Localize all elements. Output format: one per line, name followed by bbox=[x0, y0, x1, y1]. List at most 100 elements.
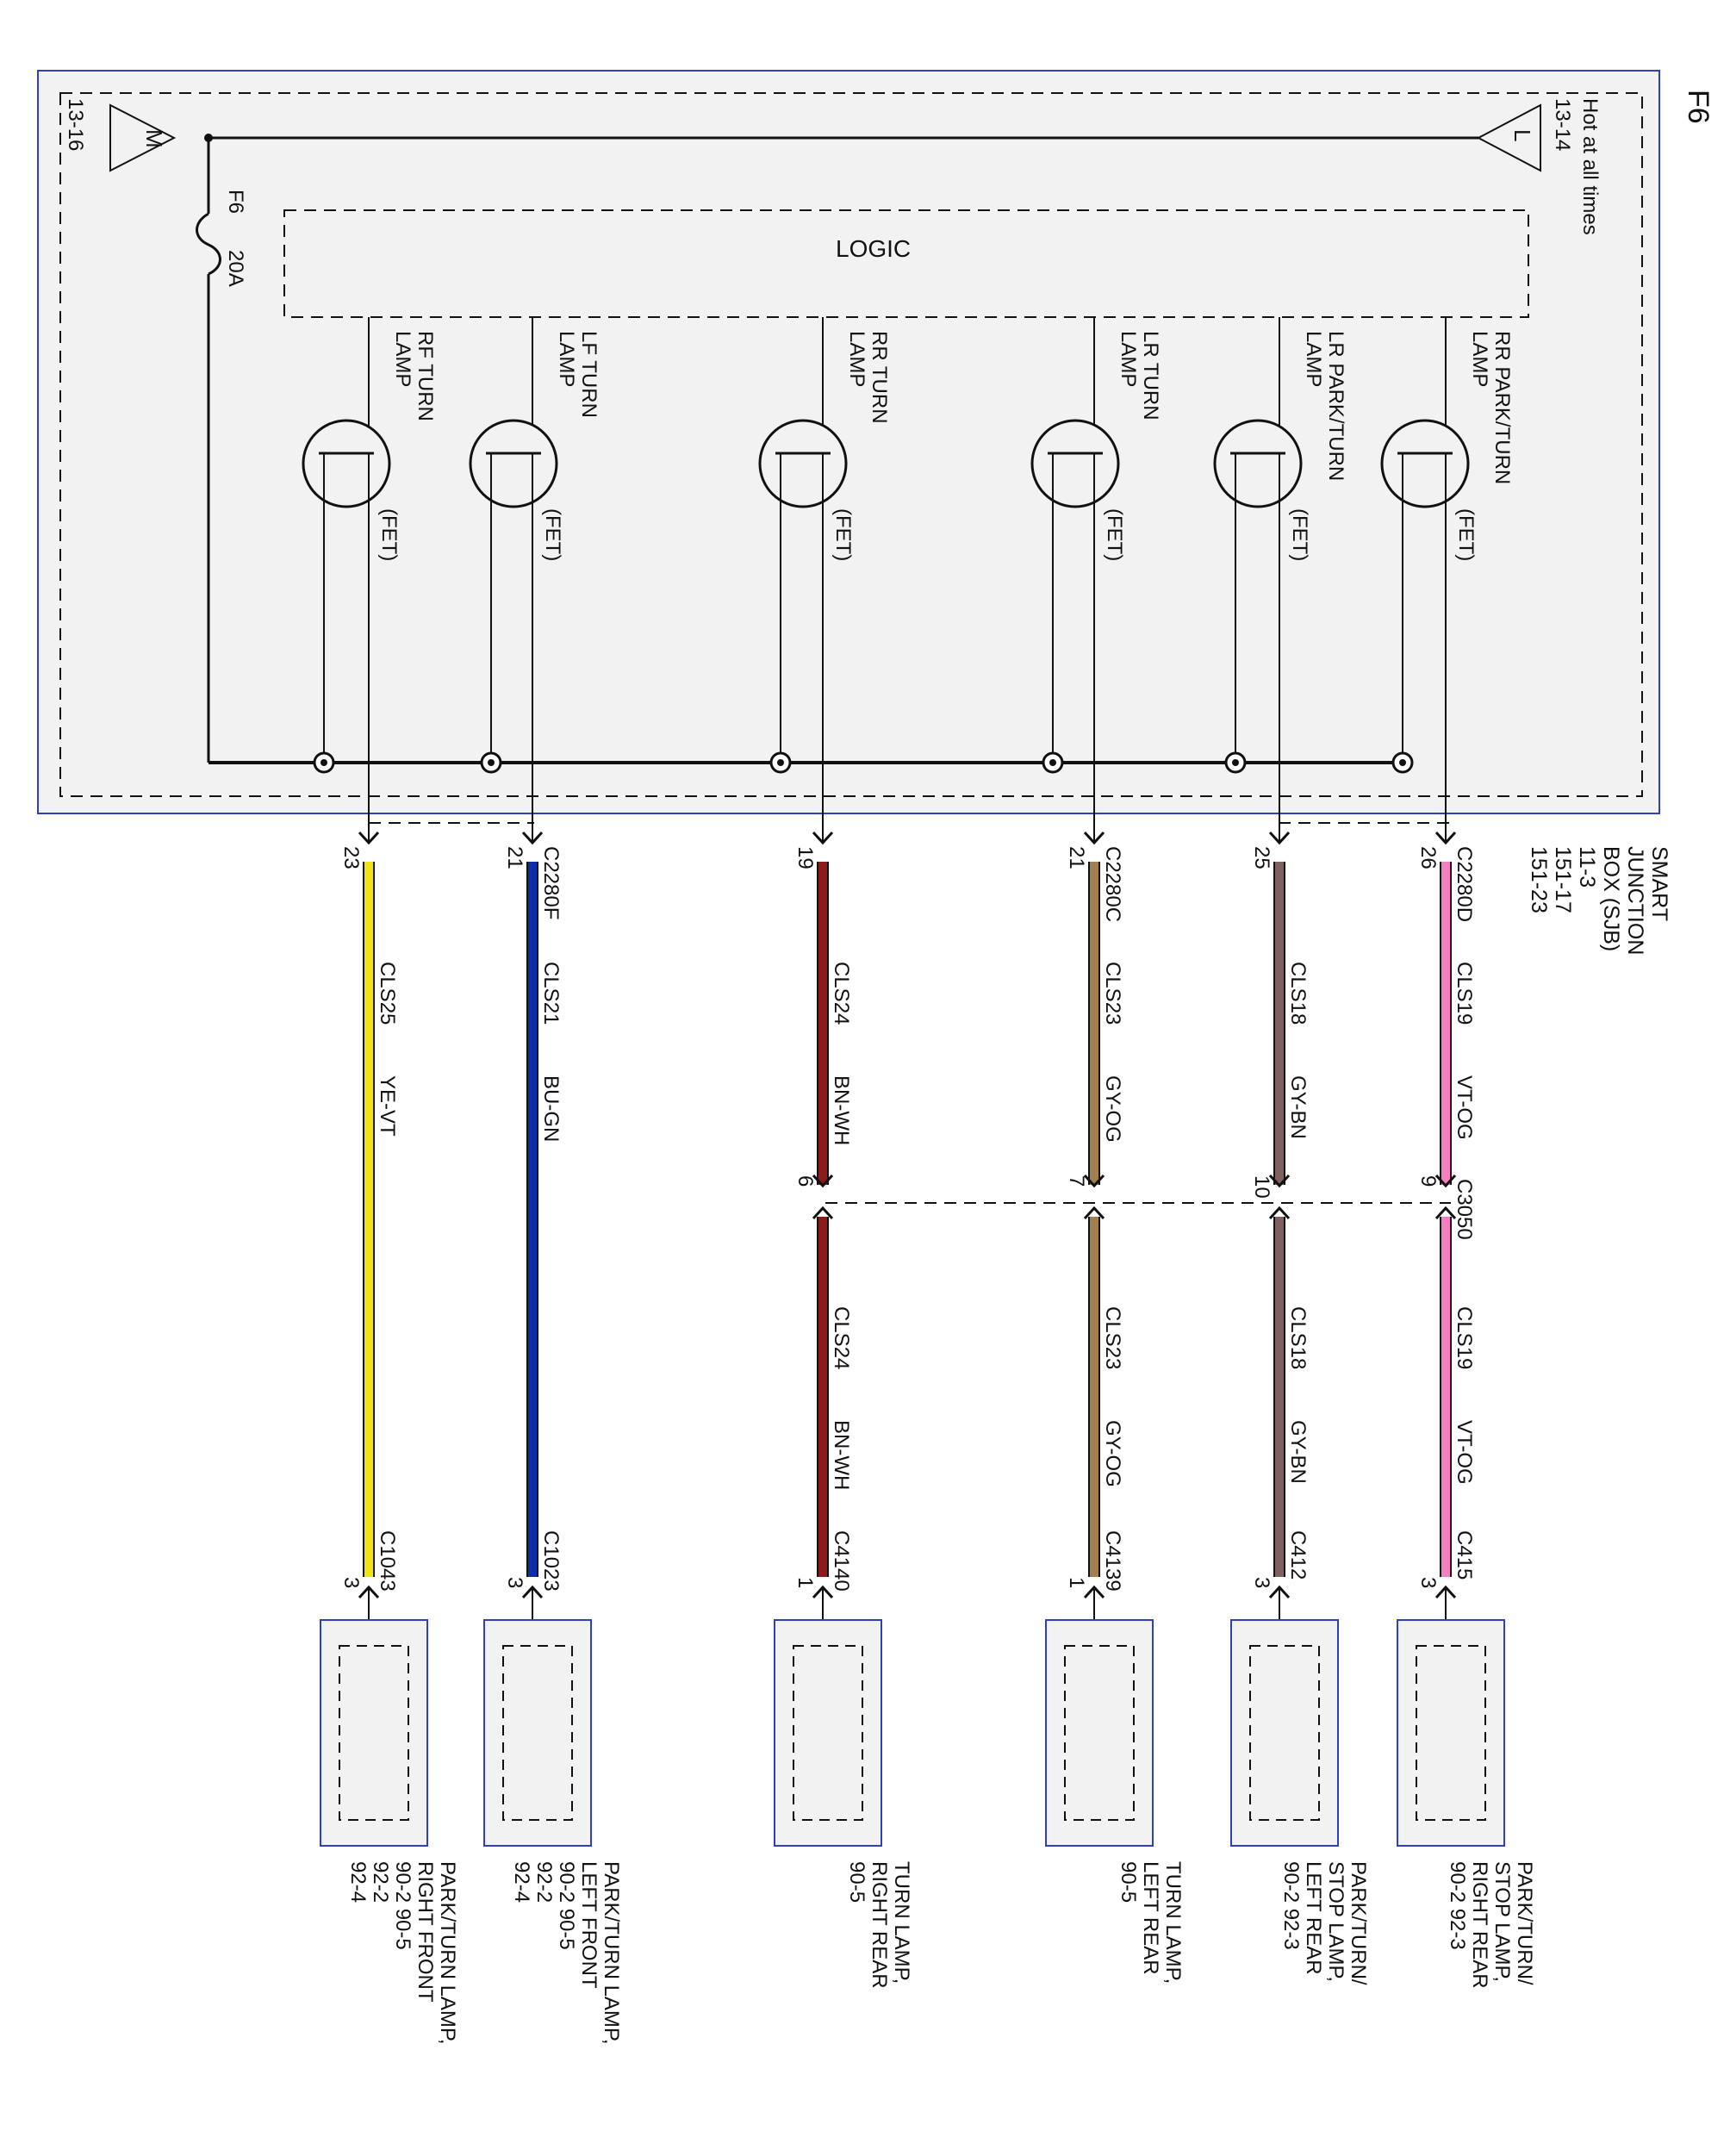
sjb-connector-id: C2280C bbox=[1101, 846, 1124, 922]
lamp-name-label: LAMP bbox=[555, 331, 578, 387]
sjb-connector-id: C2280D bbox=[1453, 846, 1476, 922]
lamp-component-inner bbox=[502, 1645, 573, 1821]
connector-chevron bbox=[812, 1206, 834, 1220]
connector-chevron bbox=[1434, 1174, 1457, 1188]
lamp-component-box bbox=[1230, 1619, 1339, 1847]
connector-chevron bbox=[1083, 1174, 1105, 1188]
sjb-label-line: BOX (SJB) bbox=[1599, 846, 1623, 951]
inline-pin-number: 10 bbox=[1250, 1175, 1273, 1199]
terminal-m: M 13-16 bbox=[64, 98, 177, 172]
lamp-connector-id: C1023 bbox=[539, 1530, 563, 1592]
lamp-pin-number: 3 bbox=[1416, 1577, 1440, 1588]
lamp-destination-label: 92-2 bbox=[532, 1861, 556, 1903]
lamp-destination-label: 90-2 90-5 bbox=[391, 1861, 414, 1950]
lamp-destination-label: RIGHT REAR bbox=[868, 1861, 891, 1989]
fet-symbol bbox=[469, 419, 558, 508]
terminal-l-ref: 13-14 bbox=[1551, 98, 1574, 151]
rail-splice-dot bbox=[1232, 759, 1239, 766]
lamp-destination-label: LEFT FRONT bbox=[577, 1861, 601, 1989]
rail-splice-dot bbox=[1399, 759, 1406, 766]
sjb-label-line: 11-3 bbox=[1575, 846, 1599, 888]
lamp-connector-id: C412 bbox=[1286, 1530, 1310, 1580]
sjb-connector-label: SMART JUNCTION BOX (SJB) 11-3 151-17 151… bbox=[1527, 846, 1671, 955]
fet-label: (FET) bbox=[377, 508, 401, 561]
lamp-pin-number: 3 bbox=[339, 1577, 363, 1588]
sjb-pin-number: 23 bbox=[339, 846, 363, 869]
lamp-destination-label: RIGHT REAR bbox=[1468, 1861, 1491, 1989]
lamp-name-label: RR PARK/TURN bbox=[1490, 331, 1514, 484]
fet-label: (FET) bbox=[831, 508, 855, 561]
sjb-connector-id: C2280F bbox=[539, 846, 563, 919]
lamp-destination-label: PARK/TURN/ bbox=[1347, 1861, 1370, 1985]
lamp-destination-label: 90-5 bbox=[1117, 1861, 1140, 1903]
fet-symbol bbox=[758, 419, 848, 508]
rail-splice-dot bbox=[777, 759, 784, 766]
lamp-name-label: RF TURN bbox=[414, 331, 437, 421]
hot-at-all-times-label: Hot at all times bbox=[1578, 98, 1602, 235]
sjb-pin-number: 21 bbox=[503, 846, 526, 869]
terminal-l-arrow bbox=[1476, 103, 1541, 172]
lamp-destination-label: PARK/TURN/ bbox=[1513, 1861, 1536, 1985]
wire-color-code: GY-OG bbox=[1101, 1075, 1124, 1143]
fet-symbol bbox=[1030, 419, 1120, 508]
circuit-id: CLS19 bbox=[1453, 1306, 1476, 1369]
lamp-destination-label: STOP LAMP, bbox=[1324, 1861, 1347, 1982]
sjb-pin-number: 25 bbox=[1250, 846, 1273, 869]
sjb-inner-boundary bbox=[59, 92, 1643, 797]
lamp-component-inner bbox=[1249, 1645, 1320, 1821]
lamp-name-label: LAMP bbox=[1302, 331, 1325, 387]
wire-color-code: GY-BN bbox=[1286, 1075, 1310, 1139]
fet-label: (FET) bbox=[1288, 508, 1311, 561]
lamp-pin-number: 3 bbox=[503, 1577, 526, 1588]
circuit-id: CLS24 bbox=[830, 1306, 853, 1369]
page-id: F6 bbox=[1682, 90, 1714, 124]
lamp-connector-id: C1043 bbox=[376, 1530, 399, 1592]
fet-symbol bbox=[1380, 419, 1470, 508]
lamp-connector-id: C4140 bbox=[830, 1530, 853, 1592]
connector-chevron bbox=[812, 1174, 834, 1188]
rail-splice-dot bbox=[488, 759, 495, 766]
terminal-m-arrow bbox=[109, 103, 177, 172]
wire-color-code: BN-WH bbox=[830, 1075, 853, 1145]
sjb-pin-number: 26 bbox=[1416, 846, 1440, 869]
lamp-destination-label: 92-2 bbox=[369, 1861, 392, 1903]
connector-chevron bbox=[1268, 1206, 1291, 1220]
rail-splice-dot bbox=[320, 759, 327, 766]
lamp-component-box bbox=[1045, 1619, 1154, 1847]
circuit-id: CLS21 bbox=[539, 962, 563, 1025]
lamp-pin-number: 3 bbox=[1250, 1577, 1273, 1588]
wire-color-code: VT-OG bbox=[1453, 1075, 1476, 1140]
circuit-cls24: (FET)RR TURNLAMP196CLS24BN-WHCLS24BN-WH1… bbox=[758, 317, 913, 1989]
lamp-component-inner bbox=[339, 1645, 409, 1821]
lamp-component-inner bbox=[1064, 1645, 1135, 1821]
lamp-destination-label: 90-2 92-3 bbox=[1446, 1861, 1469, 1950]
lamp-destination-label: PARK/TURN LAMP, bbox=[600, 1861, 623, 2045]
fuse-symbol bbox=[196, 212, 221, 276]
lamp-name-label: RR TURN bbox=[868, 331, 891, 424]
lamp-component-box bbox=[1397, 1619, 1505, 1847]
lamp-destination-label: TURN LAMP, bbox=[1161, 1861, 1185, 1984]
circuit-id: CLS25 bbox=[376, 962, 399, 1025]
fet-label: (FET) bbox=[1103, 508, 1126, 561]
sjb-label-line: 151-23 bbox=[1527, 846, 1551, 913]
lamp-destination-label: PARK/TURN LAMP, bbox=[436, 1861, 459, 2045]
lamp-destination-label: 92-4 bbox=[346, 1861, 370, 1903]
logic-label: LOGIC bbox=[836, 235, 911, 262]
lamp-destination-label: TURN LAMP, bbox=[890, 1861, 913, 1984]
lamp-component-inner bbox=[793, 1645, 863, 1821]
lamp-pin-number: 1 bbox=[793, 1577, 817, 1588]
connector-chevron bbox=[1083, 1206, 1105, 1220]
lamp-destination-label: 92-4 bbox=[510, 1861, 533, 1903]
sjb-label-line: 151-17 bbox=[1551, 846, 1575, 913]
lamp-destination-label: 90-5 bbox=[845, 1861, 868, 1903]
lamp-name-label: LR PARK/TURN bbox=[1324, 331, 1347, 481]
circuit-cls18: (FET)LR PARK/TURNLAMP2510CLS18GY-BNCLS18… bbox=[1213, 317, 1370, 1985]
lamp-component-box bbox=[483, 1619, 592, 1847]
circuit-id: CLS23 bbox=[1101, 1306, 1124, 1369]
inline-pin-number: 6 bbox=[793, 1175, 817, 1187]
lamp-component-box bbox=[320, 1619, 428, 1847]
